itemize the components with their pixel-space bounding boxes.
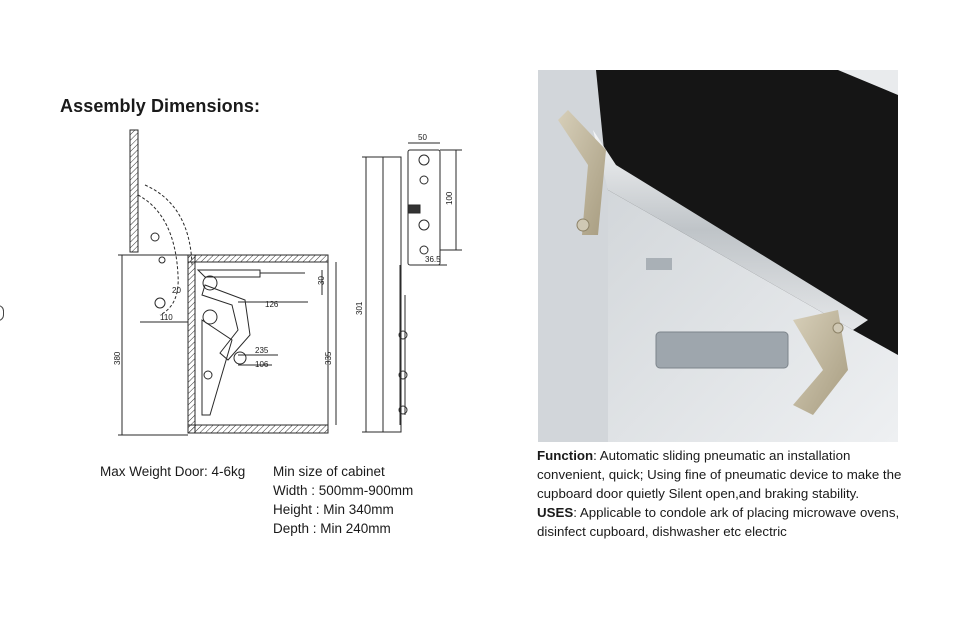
- function-paragraph: Function: Automatic sliding pneumatic an…: [537, 446, 907, 503]
- cabinet-left-wall: [187, 254, 196, 434]
- cabinet-bottom-wall: [187, 424, 329, 434]
- spec-line: Height : Min 340mm: [273, 502, 394, 517]
- door-panel: [129, 129, 139, 253]
- assembly-dimensions-drawing: 50 100 36.5 30 20 126 110 235 106 380 33…: [113, 129, 462, 436]
- product-photo: [538, 70, 898, 442]
- product-description: Function: Automatic sliding pneumatic an…: [537, 446, 907, 541]
- edge-bracket-mark: [0, 305, 4, 321]
- dim-50: 50: [418, 133, 427, 142]
- dim-100: 100: [445, 191, 454, 205]
- dim-335: 335: [324, 351, 333, 365]
- dim-106: 106: [255, 360, 269, 369]
- dim-301: 301: [355, 301, 364, 315]
- dim-380: 380: [113, 351, 122, 365]
- lift-mechanism: [196, 269, 305, 416]
- door-swing-path: [137, 194, 179, 316]
- dim-20: 20: [172, 286, 181, 295]
- dim-36-5: 36.5: [425, 255, 441, 264]
- spec-line: Width : 500mm-900mm: [273, 483, 414, 498]
- uses-text: : Applicable to condole ark of placing m…: [537, 505, 900, 539]
- side-view-panel: [382, 156, 402, 433]
- dim-110: 110: [160, 313, 173, 322]
- uses-paragraph: USES: Applicable to condole ark of placi…: [537, 503, 907, 541]
- cabinet-size-list: Min size of cabinet Width : 500mm-900mm …: [273, 462, 413, 538]
- cabinet-shelf-bracket: [655, 331, 789, 369]
- door-panel-dark: [596, 70, 898, 355]
- spec-line: Min size of cabinet: [273, 464, 385, 479]
- uses-label: USES: [537, 505, 574, 520]
- dim-235: 235: [255, 346, 269, 355]
- door-rail: [593, 130, 868, 330]
- dim-126: 126: [265, 300, 279, 309]
- cabinet-top-wall: [187, 254, 329, 263]
- max-weight-text: Max Weight Door: 4-6kg: [100, 464, 246, 479]
- function-label: Function: [537, 448, 594, 463]
- lift-arm: [558, 110, 606, 235]
- section-title: Assembly Dimensions:: [60, 96, 261, 116]
- spec-line: Depth : Min 240mm: [273, 521, 391, 536]
- function-text: : Automatic sliding pneumatic an install…: [537, 448, 902, 501]
- dim-30: 30: [317, 276, 326, 285]
